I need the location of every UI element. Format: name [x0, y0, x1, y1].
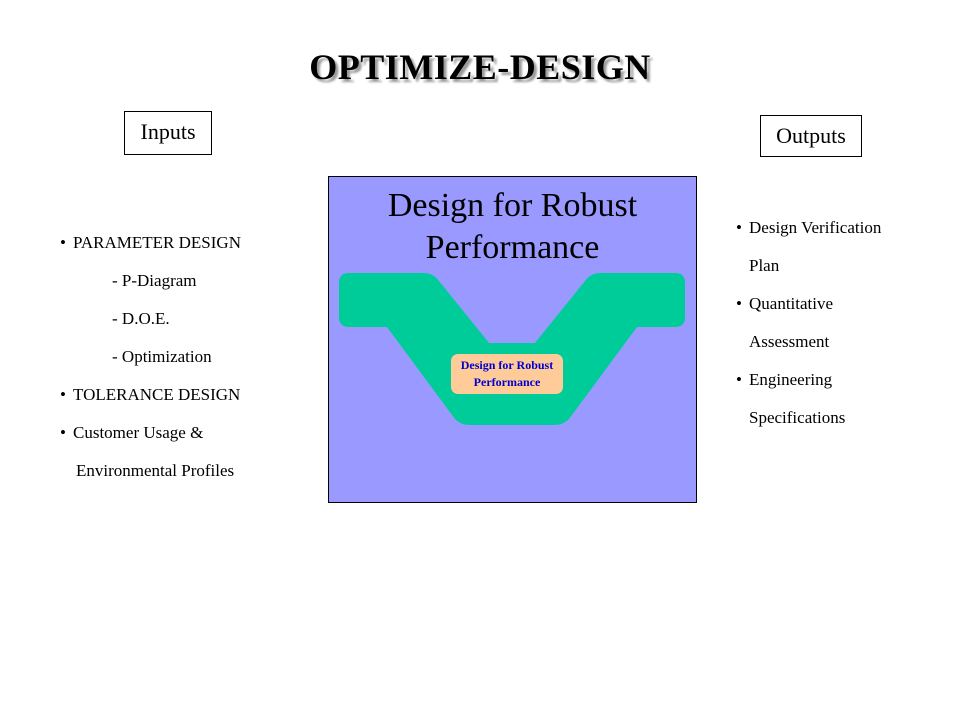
process-box: Design for Robust Performance Design for… — [328, 176, 697, 503]
inputs-subitem-p-diagram: - P-Diagram — [112, 271, 197, 290]
outputs-list: Design Verification Plan Quantitative As… — [736, 218, 881, 446]
inputs-item-customer-usage: Customer Usage & — [60, 423, 241, 461]
inputs-list: PARAMETER DESIGN - P-Diagram - D.O.E. - … — [60, 233, 241, 499]
inputs-label-box: Inputs — [124, 111, 212, 155]
inputs-subitem-optimization: - Optimization — [112, 347, 212, 366]
inner-label-line1: Design for Robust — [460, 358, 554, 372]
v-shape — [339, 273, 685, 425]
outputs-item-design-verification: Design Verification — [736, 218, 881, 256]
outputs-item-design-verification-cont: Plan — [749, 256, 780, 275]
center-title: Design for Robust Performance — [329, 185, 696, 269]
inputs-subitem-doe: - D.O.E. — [112, 309, 170, 328]
v-shape-graphic — [339, 273, 685, 425]
outputs-item-quantitative: Quantitative — [736, 294, 881, 332]
page-title: OPTIMIZE-DESIGN — [309, 47, 651, 87]
outputs-item-engineering-cont: Specifications — [749, 408, 846, 427]
inputs-item-customer-usage-cont: Environmental Profiles — [76, 461, 235, 480]
center-title-line1: Design for Robust — [387, 187, 638, 224]
inner-label-line2: Performance — [473, 375, 541, 389]
outputs-label-box: Outputs — [760, 115, 862, 157]
center-title-line2: Performance — [425, 229, 600, 266]
outputs-item-quantitative-cont: Assessment — [749, 332, 830, 351]
inputs-item-tolerance-design: TOLERANCE DESIGN — [60, 385, 241, 423]
inputs-item-parameter-design: PARAMETER DESIGN — [60, 233, 241, 271]
outputs-item-engineering: Engineering — [736, 370, 881, 408]
inner-label: Design for Robust Performance — [451, 354, 563, 394]
